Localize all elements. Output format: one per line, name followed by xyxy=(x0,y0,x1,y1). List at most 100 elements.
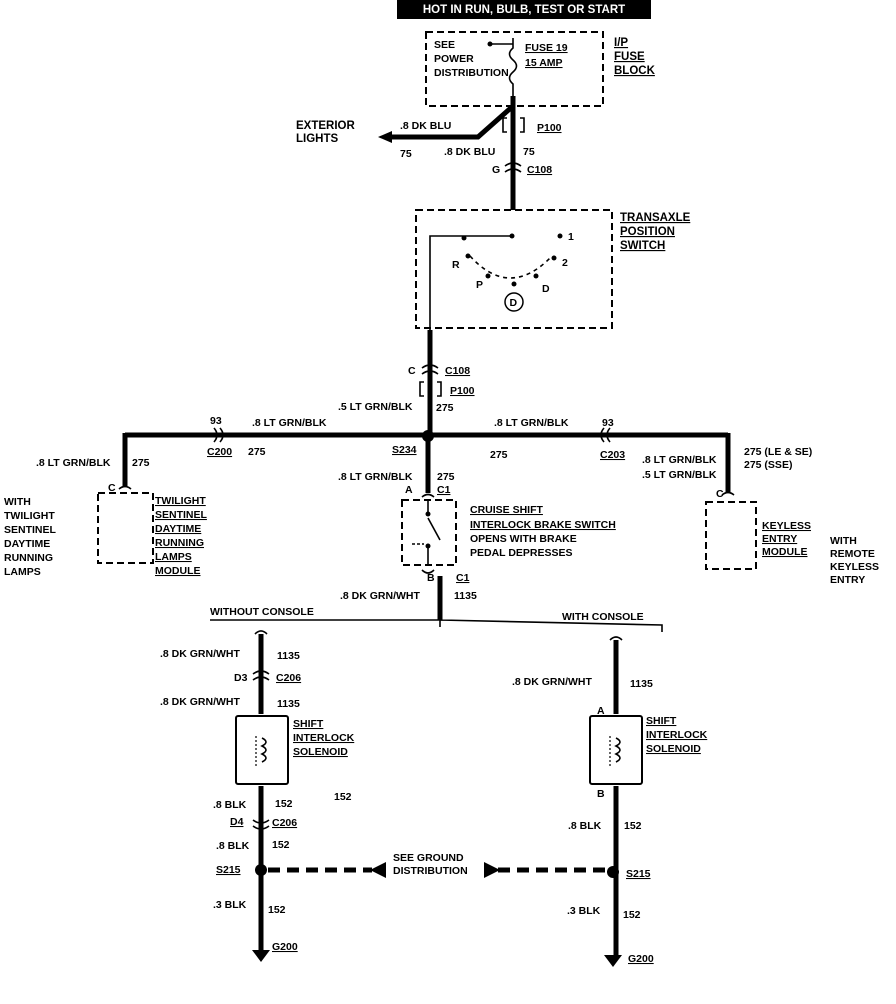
fuse-name: FUSE 19 xyxy=(525,42,568,54)
brake-pin-a: A xyxy=(405,484,413,496)
position-d-circle-label: D xyxy=(510,297,518,309)
exterior-lights-arrow xyxy=(378,131,392,143)
left-circ-side: 152 xyxy=(334,791,352,803)
exterior-lights-wire xyxy=(390,104,515,140)
right-top-connector xyxy=(609,636,623,641)
right-circ-b2: 152 xyxy=(623,909,641,921)
transaxle-pivot xyxy=(461,235,467,241)
right-wire-sse: .5 LT GRN/BLK xyxy=(642,469,717,481)
twilight-module-box xyxy=(97,492,154,564)
left-s215-label: S215 xyxy=(216,864,241,876)
with-twilight-5: RUNNING xyxy=(4,552,53,564)
c206-bottom-symbol-b xyxy=(252,825,270,830)
brake-switch-box xyxy=(401,499,457,566)
ground-dist-arrow-left xyxy=(370,862,386,878)
right-circ-top: 1135 xyxy=(630,678,653,690)
left-wire-b2: .8 BLK xyxy=(216,840,250,852)
splice-s234-label: S234 xyxy=(392,444,417,456)
left-d4: D4 xyxy=(230,816,244,828)
wire-75-label: .8 DK BLU xyxy=(444,146,495,158)
p100-lower-bracket-left xyxy=(419,381,424,397)
brake-title-1: CRUISE SHIFT xyxy=(470,504,544,516)
right-s215-label: S215 xyxy=(626,868,651,880)
twilight-module-1: TWILIGHT xyxy=(155,495,206,507)
c108-lower-symbol-bottom xyxy=(421,370,439,375)
see-power-line3: DISTRIBUTION xyxy=(434,67,509,79)
brake-desc-2: PEDAL DEPRESSES xyxy=(470,547,573,559)
position-d-contact xyxy=(511,281,517,287)
c108-upper-symbol-top xyxy=(504,162,522,167)
left-circ-b1: 152 xyxy=(275,798,293,810)
c108-g-pin: G xyxy=(492,164,500,176)
power-arrow-dot xyxy=(487,41,493,47)
right-circ-b1: 152 xyxy=(624,820,642,832)
right-splice-s215 xyxy=(607,866,619,878)
left-drop-circuit: 275 xyxy=(132,457,150,469)
keyless-module-2: ENTRY xyxy=(762,533,797,545)
right-solenoid-title3: SOLENOID xyxy=(646,743,701,755)
twilight-module-6: MODULE xyxy=(155,565,201,577)
left-splice-s215 xyxy=(255,864,267,876)
keyless-module-1: KEYLESS xyxy=(762,520,811,532)
c200-symbol-a xyxy=(213,427,218,443)
option-split-line xyxy=(210,619,663,632)
see-power-line2: POWER xyxy=(434,53,474,65)
left-solenoid-coil xyxy=(260,737,267,763)
c108-lower-label: C108 xyxy=(445,365,470,377)
with-remote-1: WITH xyxy=(830,535,857,547)
with-twilight-4: DAYTIME xyxy=(4,538,50,550)
mid-wire-label: .5 LT GRN/BLK xyxy=(338,401,413,413)
brake-pin-b: B xyxy=(427,572,435,584)
left-circ-b3: 152 xyxy=(268,904,286,916)
right-wire-le: .8 LT GRN/BLK xyxy=(642,454,717,466)
position-p-contact xyxy=(485,273,491,279)
position-r-contact xyxy=(465,253,471,259)
mid-circuit-label: 275 xyxy=(436,402,454,414)
ip-fuse-block-title2: FUSE xyxy=(614,51,645,63)
ground-dist-1: SEE GROUND xyxy=(393,852,464,864)
ip-fuse-block-title1: I/P xyxy=(614,37,628,49)
twilight-module-4: RUNNING xyxy=(155,537,204,549)
brake-in-circuit: 275 xyxy=(437,471,455,483)
exterior-lights-label1: EXTERIOR xyxy=(296,120,355,132)
c108-c-pin: C xyxy=(408,365,416,377)
p100-lower-label: P100 xyxy=(450,385,475,397)
c108-lower-symbol-top xyxy=(421,364,439,369)
fuse-amp: 15 AMP xyxy=(525,57,563,69)
keyless-connector-symbol xyxy=(721,491,735,496)
header-bar xyxy=(397,0,651,19)
c206-bottom-label: C206 xyxy=(272,817,297,829)
position-1-label: 1 xyxy=(568,231,574,243)
c203-label: C203 xyxy=(600,449,625,461)
brake-c1-bottom-symbol xyxy=(421,569,435,574)
brake-c1-top: C1 xyxy=(437,484,451,496)
right-wire-b1: .8 BLK xyxy=(568,820,602,832)
brake-in-wire-label: .8 LT GRN/BLK xyxy=(338,471,413,483)
position-d2-contact xyxy=(533,273,539,279)
with-twilight-6: LAMPS xyxy=(4,566,41,578)
p100-bracket-right xyxy=(520,117,525,133)
left-circuit-93: 93 xyxy=(210,415,222,427)
brake-switch-blade xyxy=(427,517,441,541)
left-circ-b2: 152 xyxy=(272,839,290,851)
left-g200-label: G200 xyxy=(272,941,298,953)
fuse-19-symbol xyxy=(508,38,518,96)
transaxle-contact xyxy=(509,233,515,239)
left-wire-b3: .3 BLK xyxy=(213,899,247,911)
position-r-label: R xyxy=(452,259,460,271)
brake-title-2: INTERLOCK BRAKE SWITCH xyxy=(470,519,616,531)
c200-symbol-b xyxy=(219,427,224,443)
c206-bottom-symbol-a xyxy=(252,819,270,824)
ip-fuse-block-title3: BLOCK xyxy=(614,65,656,77)
left-solenoid-title1: SHIFT xyxy=(293,718,324,730)
right-circ-le: 275 (LE & SE) xyxy=(744,446,812,458)
right-circuit-label: 275 xyxy=(490,449,508,461)
c206-top-label: C206 xyxy=(276,672,301,684)
brake-switch-contact-bottom xyxy=(425,543,431,549)
left-solenoid-box xyxy=(235,715,289,785)
position-1-contact xyxy=(557,233,563,239)
left-d3: D3 xyxy=(234,672,248,684)
with-twilight-1: WITH xyxy=(4,496,31,508)
p100-upper-label: P100 xyxy=(537,122,562,134)
left-wire-b1: .8 BLK xyxy=(213,799,247,811)
